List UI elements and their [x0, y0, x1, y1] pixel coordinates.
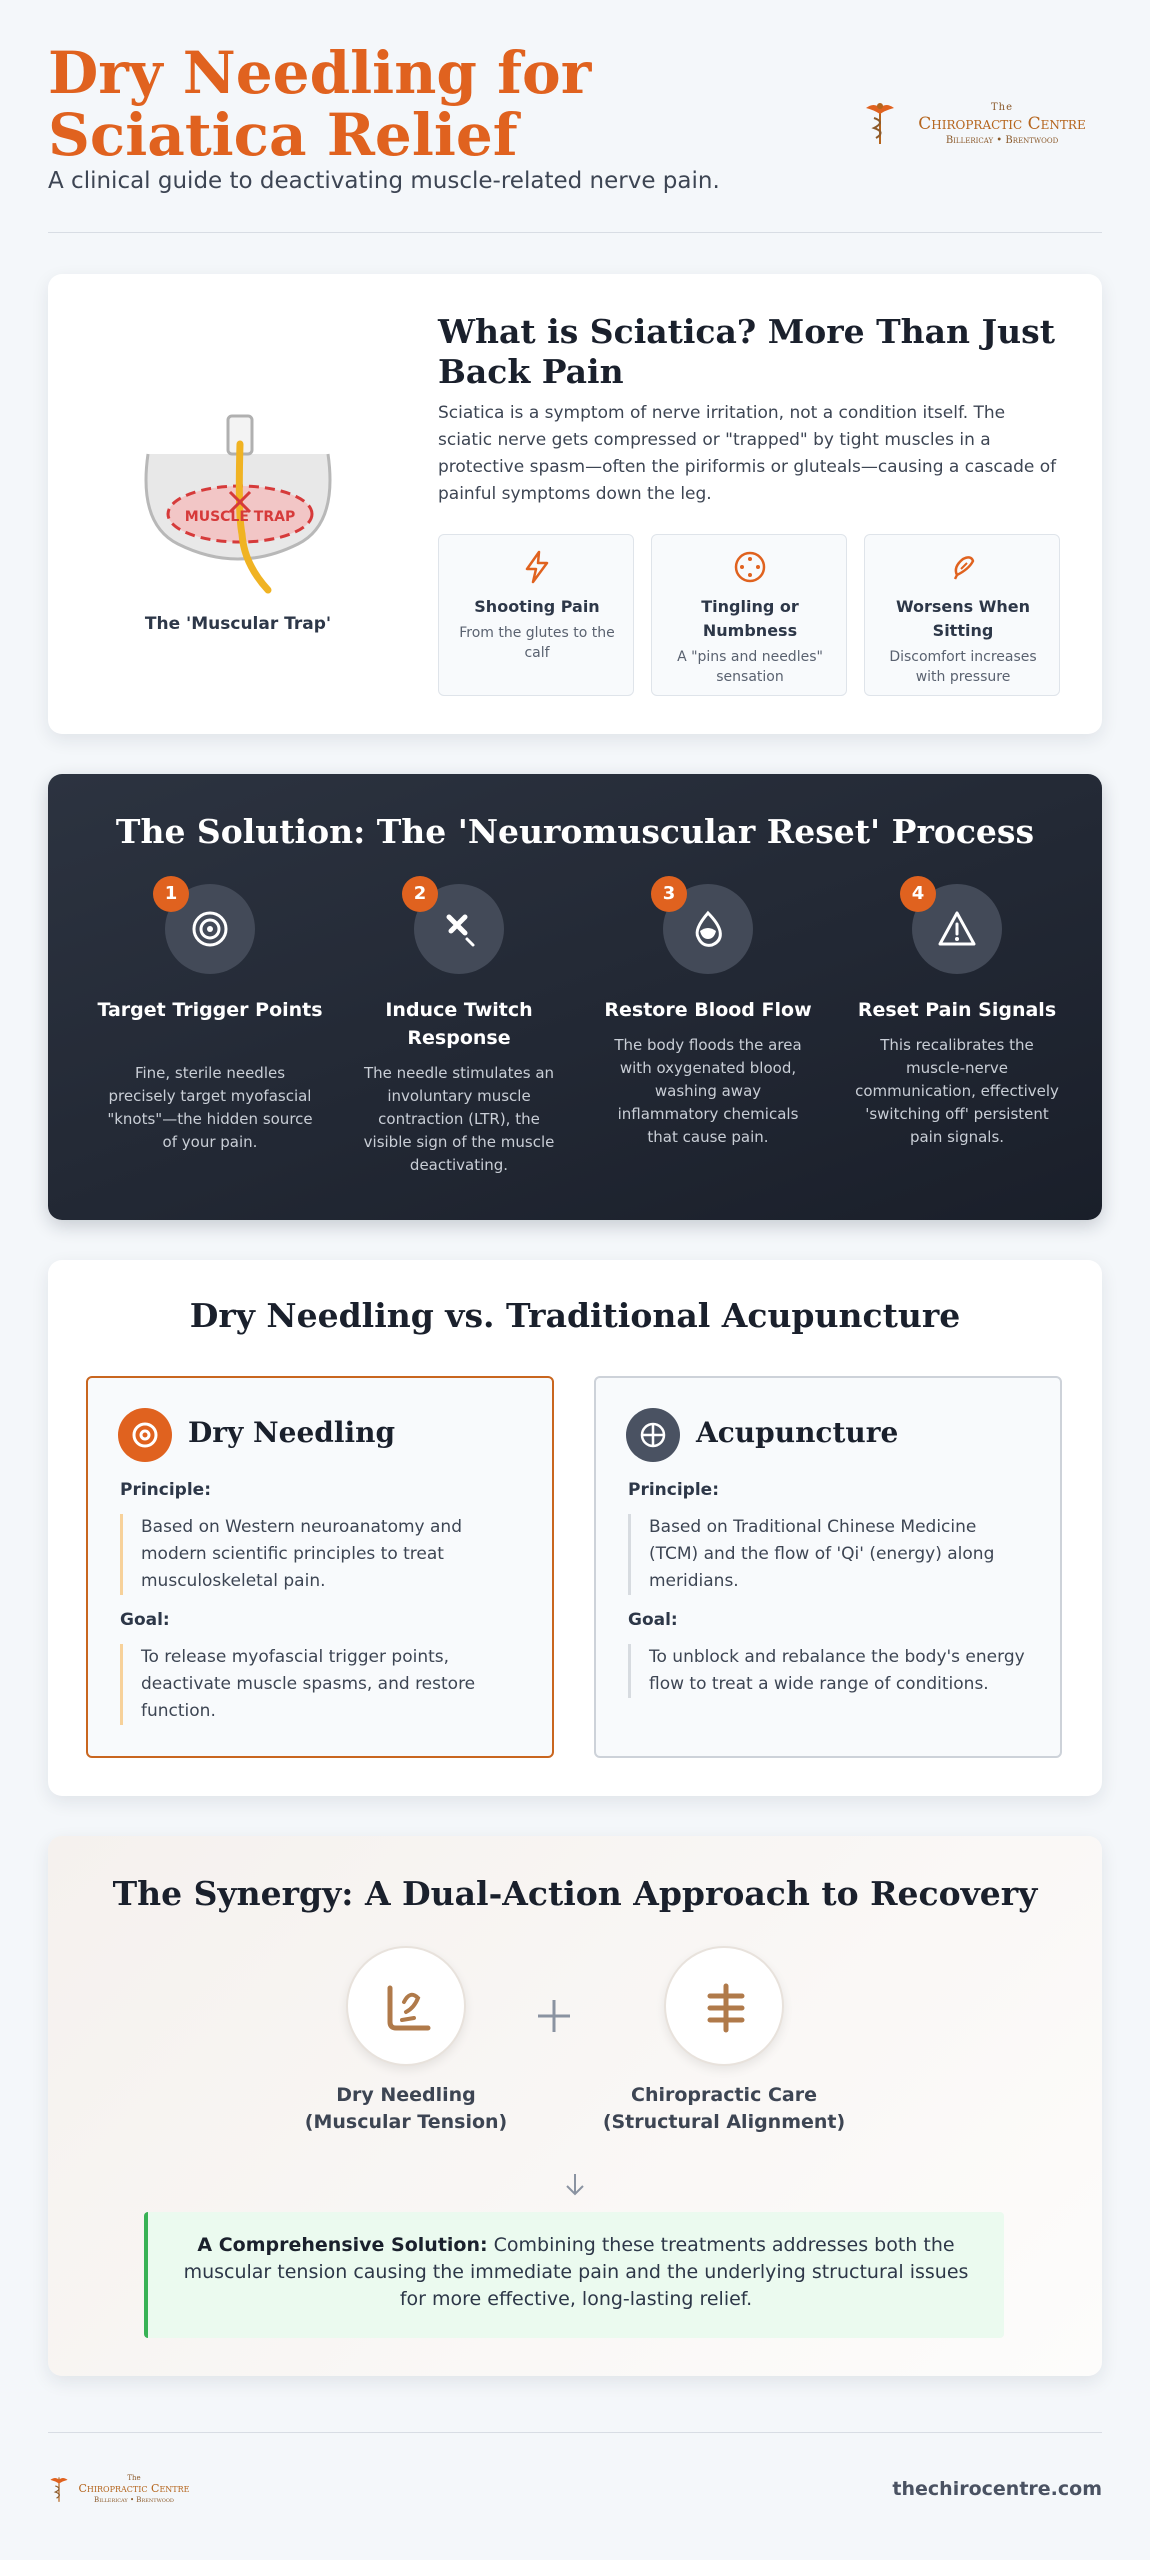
section-title: The Synergy: A Dual-Action Approach to R… [112, 1874, 1038, 1913]
caduceus-logo-icon [50, 2477, 68, 2502]
header-divider [48, 232, 1102, 233]
logo-locations: Billericay • Brentwood [94, 2496, 174, 2504]
comparison-card: Dry Needling vs. Traditional Acupuncture… [48, 1260, 1102, 1796]
crosshair-icon [640, 1422, 666, 1448]
symptom-title: Worsens When Sitting [895, 597, 1031, 640]
step-title: Restore Blood Flow [604, 999, 812, 1021]
what-is-sciatica-card: MUSCLE TRAP The 'Muscular Trap' What is … [48, 274, 1102, 734]
callout-bold: A Comprehensive Solution: [197, 2234, 488, 2256]
page-subtitle: A clinical guide to deactivating muscle-… [48, 168, 720, 194]
step-number-badge: 2 [402, 876, 438, 912]
solution-section: The Solution: The 'Neuromuscular Reset' … [48, 774, 1102, 1220]
logo-the: The [990, 102, 1014, 113]
step-title: Induce Twitch Response [385, 999, 533, 1049]
needle-icon [446, 914, 475, 947]
plus-icon [538, 2000, 570, 2032]
logo-name: Chiropractic Centre [78, 2482, 190, 2495]
step-desc: The body floods the area with oxygenated… [614, 1036, 802, 1146]
step-desc: The needle stimulates an involuntary mus… [363, 1064, 555, 1174]
logo-locations: Billericay • Brentwood [945, 135, 1059, 146]
dry-needling-circle [346, 1946, 466, 2066]
panel-title: Acupuncture [696, 1416, 899, 1449]
arrow-down-icon [566, 2174, 584, 2196]
symptom-desc: A "pins and needles" sensation [677, 649, 823, 685]
symptom-desc: Discomfort increases with pressure [889, 649, 1037, 685]
chiropractic-care-circle [664, 1946, 784, 2066]
step-1: 1 Target Trigger Points Fine, sterile ne… [95, 876, 325, 1204]
step-3: 3 Restore Blood Flow The body floods the… [593, 876, 823, 1204]
symptom-desc: From the glutes to the calf [459, 625, 615, 661]
synergy-section: The Synergy: A Dual-Action Approach to R… [48, 1836, 1102, 2376]
principle-label: Principle: [628, 1480, 720, 1500]
spine-icon [707, 1983, 745, 2033]
dry-needling-icon-circle [118, 1408, 172, 1462]
chair-icon [953, 556, 975, 580]
lightning-icon [525, 550, 549, 584]
chiropractic-care-label: Chiropractic Care (Structural Alignment) [602, 2084, 846, 2133]
step-number-badge: 4 [900, 876, 936, 912]
step-number-badge: 1 [153, 876, 189, 912]
acupuncture-panel: Acupuncture Principle: Based on Traditio… [594, 1376, 1062, 1758]
footer-url-link[interactable]: thechirocentre.com [892, 2478, 1102, 2500]
step-4: 4 Reset Pain Signals This recalibrates t… [842, 876, 1072, 1204]
footer-divider [48, 2432, 1102, 2433]
tingle-icon [734, 551, 766, 583]
symptom-title: Tingling or Numbness [701, 597, 799, 640]
symptom-card-tingling: Tingling or Numbness A "pins and needles… [651, 534, 847, 696]
warning-icon [938, 911, 976, 946]
symptom-card-sitting: Worsens When Sitting Discomfort increase… [864, 534, 1060, 696]
section-title: What is Sciatica? More Than Just Back Pa… [438, 312, 1055, 391]
caduceus-logo-icon [866, 103, 894, 144]
principle-label: Principle: [120, 1480, 212, 1500]
step-title: Target Trigger Points [97, 999, 323, 1021]
principle-text: Based on Western neuroanatomy and modern… [120, 1514, 520, 1595]
goal-text: To release myofascial trigger points, de… [120, 1644, 520, 1725]
logo-name: Chiropractic Centre [918, 114, 1086, 134]
dry-needling-panel: Dry Needling Principle: Based on Western… [86, 1376, 554, 1758]
muscle-icon [387, 1985, 431, 2031]
dry-needling-label: Dry Needling (Muscular Tension) [304, 2084, 508, 2133]
step-2: 2 Induce Twitch Response The needle stim… [344, 876, 574, 1204]
page-title: Dry Needling for Sciatica Relief [48, 39, 592, 169]
comprehensive-solution-callout: A Comprehensive Solution: Combining thes… [144, 2212, 1004, 2338]
acupuncture-icon-circle [626, 1408, 680, 1462]
step-desc: Fine, sterile needles precisely target m… [107, 1064, 313, 1151]
panel-title: Dry Needling [188, 1416, 396, 1449]
clinic-logo[interactable]: The Chiropractic Centre Billericay • Bre… [862, 100, 1102, 150]
step-number-badge: 3 [651, 876, 687, 912]
header: Dry Needling for Sciatica Relief A clini… [48, 42, 1102, 232]
callout-text: Combining these treatments addresses bot… [183, 2234, 969, 2310]
section-title: The Solution: The 'Neuromuscular Reset' … [115, 812, 1035, 851]
drop-icon [695, 910, 722, 947]
step-title: Reset Pain Signals [857, 999, 1057, 1021]
symptom-title: Shooting Pain [474, 597, 600, 616]
muscular-trap-figure: MUSCLE TRAP [144, 414, 332, 594]
muscle-trap-text: MUSCLE TRAP [185, 509, 295, 525]
goal-label: Goal: [120, 1610, 170, 1630]
figure-caption: The 'Muscular Trap' [144, 614, 332, 634]
target-icon [192, 911, 228, 947]
step-icon-circle [165, 884, 255, 974]
section-title: Dry Needling vs. Traditional Acupuncture [189, 1296, 961, 1335]
footer-logo[interactable]: The Chiropractic Centre Billericay • Bre… [48, 2474, 198, 2506]
step-desc: This recalibrates the muscle-nerve commu… [855, 1036, 1059, 1146]
goal-text: To unblock and rebalance the body's ener… [628, 1644, 1028, 1698]
principle-text: Based on Traditional Chinese Medicine (T… [628, 1514, 1028, 1595]
logo-the: The [127, 2474, 141, 2482]
goal-label: Goal: [628, 1610, 678, 1630]
symptom-card-shooting-pain: Shooting Pain From the glutes to the cal… [438, 534, 634, 696]
target-icon [132, 1422, 158, 1448]
section-body: Sciatica is a symptom of nerve irritatio… [438, 403, 1057, 504]
